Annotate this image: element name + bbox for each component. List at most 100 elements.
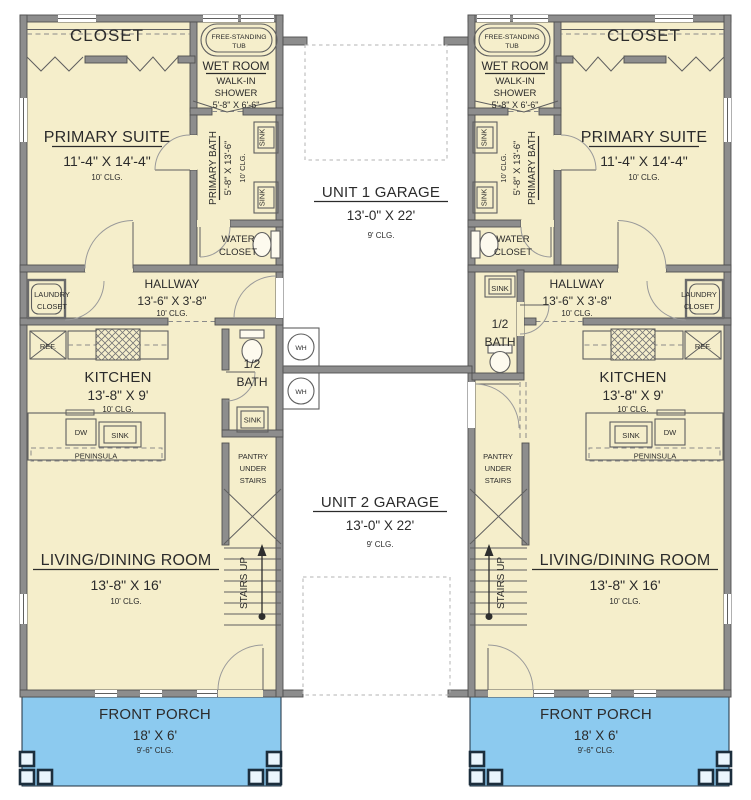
pantry-line2: UNDER	[485, 464, 512, 473]
porch-name: FRONT PORCH	[99, 706, 211, 723]
tub-label-2: TUB	[232, 43, 246, 50]
primary-suite-dim: 11'-4" X 14'-4"	[63, 153, 150, 169]
primary-bath-name: PRIMARY BATH	[527, 131, 538, 205]
garage2-name: UNIT 2 GARAGE	[321, 494, 439, 511]
kitchen-clg: 10' CLG.	[102, 405, 133, 414]
laundry-line1: LAUNDRY	[34, 290, 70, 299]
pantry-line1: PANTRY	[238, 452, 268, 461]
ref-label: REF.	[695, 342, 711, 351]
peninsula-label: PENINSULA	[634, 452, 677, 461]
sink-symbol	[484, 275, 516, 298]
wet-room-line2: SHOWER	[494, 88, 537, 99]
water-heater-symbol	[282, 327, 320, 410]
half-bath-line1: 1/2	[492, 317, 509, 331]
kitchen-name: KITCHEN	[84, 369, 151, 386]
half-bath-line1: 1/2	[244, 357, 261, 371]
wh-label: WH	[295, 345, 306, 352]
primary-suite-clg: 10' CLG.	[91, 173, 122, 182]
pantry-line3: STAIRS	[485, 476, 512, 485]
stairs-up-label: STAIRS UP	[239, 557, 250, 609]
sink-label: SINK	[491, 284, 509, 293]
laundry-line2: CLOSET	[37, 302, 67, 311]
kitchen-dim: 13'-8" X 9'	[88, 388, 149, 403]
garage2-clg: 9' CLG.	[367, 540, 394, 549]
primary-suite-name: PRIMARY SUITE	[581, 129, 707, 146]
dw-label: DW	[75, 428, 88, 437]
wet-room-line1: WALK-IN	[495, 76, 534, 87]
primary-bath-name: PRIMARY BATH	[208, 131, 219, 205]
porch-clg: 9'-6" CLG.	[578, 746, 615, 755]
porch-dim: 18' X 6'	[574, 728, 618, 743]
primary-suite-dim: 11'-4" X 14'-4"	[600, 153, 687, 169]
primary-bath-dim: 5'-8" X 13'-6"	[223, 141, 234, 196]
porch-dim: 18' X 6'	[133, 728, 177, 743]
garage1-dim: 13'-0" X 22'	[347, 208, 416, 223]
sink-label: SINK	[258, 129, 267, 147]
sink-label: SINK	[480, 189, 489, 207]
closet-label: CLOSET	[607, 26, 681, 45]
sink-label: SINK	[258, 189, 267, 207]
water-closet-line1: WATER	[496, 234, 529, 245]
half-bath-line2: BATH	[484, 335, 515, 349]
sink-label: SINK	[244, 416, 262, 425]
primary-suite-name: PRIMARY SUITE	[44, 129, 170, 146]
sink-label: SINK	[480, 129, 489, 147]
wet-room-dim: 5'-8" X 6'-6"	[213, 100, 260, 110]
wet-room-name: WET ROOM	[202, 59, 269, 73]
sink-symbol	[236, 406, 269, 433]
pantry-line1: PANTRY	[483, 452, 513, 461]
tub-label-1: FREE-STANDING	[211, 34, 266, 41]
hallway-name: HALLWAY	[549, 277, 604, 291]
toilet-symbol	[487, 344, 513, 374]
wet-room-line2: SHOWER	[215, 88, 258, 99]
living-name: LIVING/DINING ROOM	[540, 552, 711, 569]
peninsula-label: PENINSULA	[75, 452, 118, 461]
pantry-line3: STAIRS	[240, 476, 267, 485]
water-closet-line2: CLOSET	[219, 247, 257, 258]
garage-strip	[282, 44, 473, 696]
tub-label-2: TUB	[505, 43, 519, 50]
pantry-line2: UNDER	[240, 464, 267, 473]
stairs-up-label: STAIRS UP	[496, 557, 507, 609]
wet-room-line1: WALK-IN	[216, 76, 255, 87]
hallway-name: HALLWAY	[144, 277, 199, 291]
primary-bath-clg: 10' CLG.	[499, 153, 508, 182]
tub-label-1: FREE-STANDING	[484, 34, 539, 41]
closet-label: CLOSET	[70, 26, 144, 45]
living-name: LIVING/DINING ROOM	[41, 552, 212, 569]
wet-room-name: WET ROOM	[481, 59, 548, 73]
labels: CLOSET PRIMARY SUITE 11'-4" X 14'-4" 10'…	[33, 26, 718, 755]
toilet-symbol	[239, 329, 265, 364]
dw-label: DW	[664, 428, 677, 437]
sink-label: SINK	[111, 431, 129, 440]
living-dim: 13'-8" X 16'	[589, 577, 660, 593]
garage1-clg: 9' CLG.	[368, 231, 395, 240]
right-half-bath	[468, 269, 550, 440]
kitchen-dim: 13'-8" X 9'	[603, 388, 664, 403]
ref-label: REF.	[40, 342, 56, 351]
hallway-dim: 13'-6" X 3'-8"	[542, 294, 611, 308]
kitchen-clg: 10' CLG.	[617, 405, 648, 414]
laundry-line2: CLOSET	[684, 302, 714, 311]
living-clg: 10' CLG.	[110, 597, 141, 606]
primary-bath-clg: 10' CLG.	[238, 153, 247, 182]
half-bath-line2: BATH	[236, 375, 267, 389]
left-half-bath	[214, 275, 284, 438]
hallway-dim: 13'-6" X 3'-8"	[137, 294, 206, 308]
living-dim: 13'-8" X 16'	[90, 577, 161, 593]
sink-label: SINK	[622, 431, 640, 440]
laundry-line1: LAUNDRY	[681, 290, 717, 299]
living-clg: 10' CLG.	[609, 597, 640, 606]
primary-suite-clg: 10' CLG.	[628, 173, 659, 182]
hallway-clg: 10' CLG.	[561, 309, 592, 318]
garage2-dim: 13'-0" X 22'	[346, 518, 415, 533]
porch-clg: 9'-6" CLG.	[137, 746, 174, 755]
wet-room-dim: 5'-8" X 6'-6"	[492, 100, 539, 110]
wh-label: WH	[295, 389, 306, 396]
primary-bath-dim: 5'-8" X 13'-6"	[512, 141, 523, 196]
garage1-name: UNIT 1 GARAGE	[322, 184, 440, 201]
porch-name: FRONT PORCH	[540, 706, 652, 723]
water-closet-line1: WATER	[221, 234, 254, 245]
